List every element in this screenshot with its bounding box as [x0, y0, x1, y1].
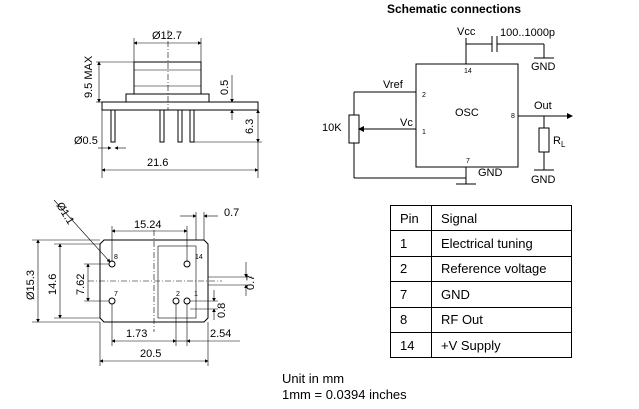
schematic-title: Schematic connections: [387, 2, 521, 16]
units-note: Unit in mm 1mm = 0.0394 inches: [282, 371, 407, 403]
pin-1-schem: 1: [422, 129, 426, 136]
vc-label: Vc: [400, 117, 413, 129]
signal-cell: +V Supply: [431, 331, 572, 359]
side-lead-diameter-label: Ø0.5: [74, 135, 98, 147]
gnd-bottom-label: GND: [478, 167, 503, 179]
table-row: 7 GND: [390, 281, 572, 308]
side-diameter-label: Ø12.7: [152, 30, 182, 42]
units-line: Unit in mm: [282, 371, 345, 386]
pin-2-label: 2: [176, 291, 180, 298]
pin-1-label: 1: [194, 291, 198, 298]
gnd-load-label: GND: [531, 174, 556, 186]
pin-1-hole: [183, 297, 191, 305]
potentiometer: [348, 114, 360, 144]
table-row: 14 +V Supply: [390, 331, 572, 359]
pin-spacing-label: 15.24: [134, 219, 162, 231]
pin-7-hole: [108, 297, 116, 305]
overall-width-label: 20.5: [140, 348, 161, 360]
pin-7-schem: 7: [466, 158, 470, 165]
pin-table-header: Pin Signal: [390, 204, 572, 232]
pin-cell: 14: [390, 331, 432, 359]
side-standoff-label: 0.5: [219, 80, 231, 95]
side-lead-1: [110, 109, 116, 143]
signal-cell: Electrical tuning: [431, 230, 572, 257]
pin-2-spacing-label: 1.73: [126, 328, 147, 340]
pin-cell: 7: [390, 281, 432, 308]
pin-14-label: 14: [195, 254, 203, 261]
side-width-label: 21.6: [147, 157, 168, 169]
side-lead-length-label: 6.3: [244, 119, 256, 134]
side-lead-2: [159, 109, 165, 143]
vref-label: Vref: [383, 79, 404, 91]
load-resistor: [538, 127, 550, 153]
table-row: 8 RF Out: [390, 306, 572, 333]
side-lead-4: [189, 109, 195, 143]
corner-hole-label: Ø1.1: [53, 200, 76, 227]
pin-7-label: 7: [114, 291, 118, 298]
pin-8-label: 8: [114, 254, 118, 261]
gnd-top-label: GND: [531, 61, 556, 73]
edge-offset-label: 0.7: [224, 207, 239, 219]
side-base-plate: [101, 101, 259, 111]
outer-diameter-label: Ø15.3: [25, 270, 37, 300]
side-lead-3: [177, 109, 183, 143]
pin-2-hole: [172, 297, 180, 305]
pin-table: Pin Signal 1 Electrical tuning 2 Referen…: [390, 204, 572, 359]
signal-cell: RF Out: [431, 306, 572, 333]
signal-header: Signal: [431, 204, 572, 232]
rl-label: RL: [553, 135, 566, 149]
bottom-view: 8 14 7 2 1 Ø1.1 15.24 0.7 Ø15.3 14.6 7.6…: [25, 199, 257, 366]
osc-label: OSC: [455, 107, 479, 119]
pin-header: Pin: [390, 204, 432, 232]
table-row: 1 Electrical tuning: [390, 230, 572, 257]
side-height-label: 9.5 MAX: [83, 55, 95, 98]
schematic: Schematic connections OSC Vcc 14 100..10…: [322, 2, 573, 186]
side-can-body: [133, 61, 202, 95]
pin-2-schem: 2: [422, 92, 426, 99]
conversion-line: 1mm = 0.0394 inches: [282, 387, 407, 402]
table-row: 2 Reference voltage: [390, 255, 572, 283]
pin-8-schem: 8: [511, 113, 515, 120]
bottom-inner-block: [157, 245, 197, 319]
vcc-label: Vcc: [457, 26, 476, 38]
side-header: [125, 93, 210, 103]
capacitor-label: 100..1000p: [500, 27, 555, 39]
pin-14-schem: 14: [464, 68, 472, 75]
pin-2-offset-label: 2.54: [210, 328, 231, 340]
row-spacing-label: 7.62: [75, 274, 87, 295]
side-view: Ø12.7 9.5 MAX 0.5 6.3 Ø0.5 21.6: [74, 30, 262, 178]
out-label: Out: [534, 100, 552, 112]
bottom-outline: [99, 239, 209, 323]
signal-cell: Reference voltage: [431, 255, 572, 283]
pot-label: 10K: [322, 122, 342, 134]
pin-cell: 2: [390, 255, 432, 283]
pin-cell: 1: [390, 230, 432, 257]
signal-cell: GND: [431, 281, 572, 308]
pin-offset-label: 0.8: [216, 303, 228, 318]
pin-cell: 8: [390, 306, 432, 333]
inner-height-label: 14.6: [47, 274, 59, 295]
right-offset-label: 0.7: [245, 275, 257, 290]
